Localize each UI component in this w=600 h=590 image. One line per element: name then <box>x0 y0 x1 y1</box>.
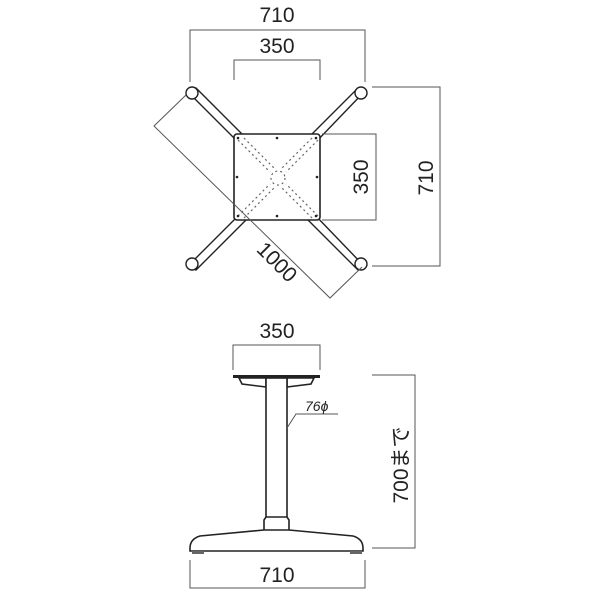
dimension-710-top: 710 <box>189 4 366 82</box>
side-view: 350 76ϕ 700まで 710 <box>189 320 416 589</box>
dimension-710-bottom: 710 <box>189 560 366 589</box>
diameter-label: 76ϕ <box>305 398 329 414</box>
column-diameter-callout: 76ϕ <box>286 398 338 429</box>
dimension-label: 710 <box>259 564 294 587</box>
dimension-700-height: 700まで <box>372 374 416 549</box>
dimension-label: 350 <box>350 159 373 194</box>
dimension-label: 710 <box>259 4 294 27</box>
top-plate <box>233 375 320 378</box>
top-plate <box>233 133 321 221</box>
top-view: 710 350 350 <box>153 4 441 299</box>
dimension-label: 710 <box>415 160 438 195</box>
dimension-350-top: 350 <box>233 35 321 80</box>
dimension-label: 350 <box>259 320 294 343</box>
dimension-350-right: 350 <box>322 133 377 221</box>
dimension-label: 350 <box>259 35 294 58</box>
dimension-350-side: 350 <box>232 320 321 370</box>
column <box>265 377 288 521</box>
dimension-710-right: 710 <box>372 86 441 267</box>
dimension-label: 700まで <box>390 426 413 503</box>
dimension-label: 1000 <box>252 238 301 287</box>
base <box>189 529 364 552</box>
